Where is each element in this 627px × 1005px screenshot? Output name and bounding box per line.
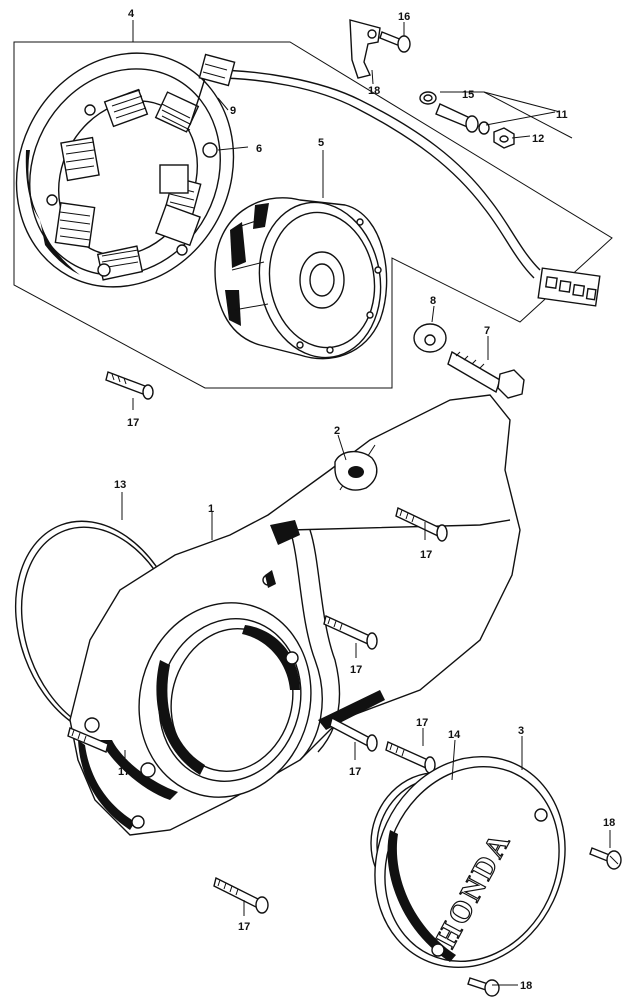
generator-cover: HONDA [374,755,566,969]
bolt-17 [67,727,109,753]
stator-group-outline [13,41,613,389]
stator-coil [60,136,100,182]
callout-17-f: 17 [416,717,428,729]
callout-14: 14 [448,729,461,741]
crankcase-cover [69,394,521,836]
callout-3: 3 [518,725,524,737]
leader-lines [121,20,611,986]
screw-18 [589,847,622,870]
cover-mount-hole [84,717,100,733]
callout-6: 6 [256,143,262,155]
callout-5: 5 [318,137,324,149]
bolt-17 [213,876,269,914]
callout-17-g: 17 [238,921,250,933]
callout-18-bottom: 18 [520,980,532,992]
callout-12: 12 [532,133,544,145]
screw-18 [467,977,500,997]
rotor [214,197,388,360]
callout-15: 15 [462,89,474,101]
callout-18-right: 18 [603,817,615,829]
washer [413,323,447,353]
wire-clamp [349,19,381,79]
wire-harness [189,53,601,307]
callout-13: 13 [114,479,126,491]
bolt-17 [385,741,436,774]
cover-screw-hole [534,808,548,822]
stator [15,52,235,288]
cover-mount-hole [131,815,145,829]
pickup-coil [159,164,189,194]
callout-7: 7 [484,325,490,337]
bolt-17 [329,716,378,752]
callout-17-e: 17 [349,766,361,778]
callout-11: 11 [556,109,568,121]
callout-2: 2 [334,425,340,437]
callout-18-upper: 18 [368,85,380,97]
stator-coil [103,88,149,128]
callout-17-b: 17 [420,549,432,561]
callout-1: 1 [208,503,214,515]
screw-16 [379,31,411,53]
harness-grommet [198,53,236,87]
nut-12 [493,127,515,149]
callout-17-a: 17 [127,417,139,429]
callout-17-c: 17 [350,664,362,676]
cover-mount-hole [285,651,299,665]
bolt-17 [105,371,154,400]
cover-screw-hole [431,943,445,957]
rotor-bolt [447,350,525,399]
bolt-17 [323,615,378,650]
grommet-15 [419,91,437,105]
stator-coil [54,202,96,248]
wire-connector [537,267,601,307]
bolt-17 [395,507,448,542]
callouts: 4 9 6 5 16 18 15 11 12 8 7 17 2 1 13 17 … [114,8,615,992]
cover-mount-hole [140,762,156,778]
callout-16: 16 [398,11,410,23]
callout-9: 9 [230,105,236,117]
stator-screw [202,142,218,158]
callout-4: 4 [128,8,135,20]
callout-8: 8 [430,295,436,307]
collar-11 [435,103,490,135]
callout-17-d: 17 [118,766,130,778]
